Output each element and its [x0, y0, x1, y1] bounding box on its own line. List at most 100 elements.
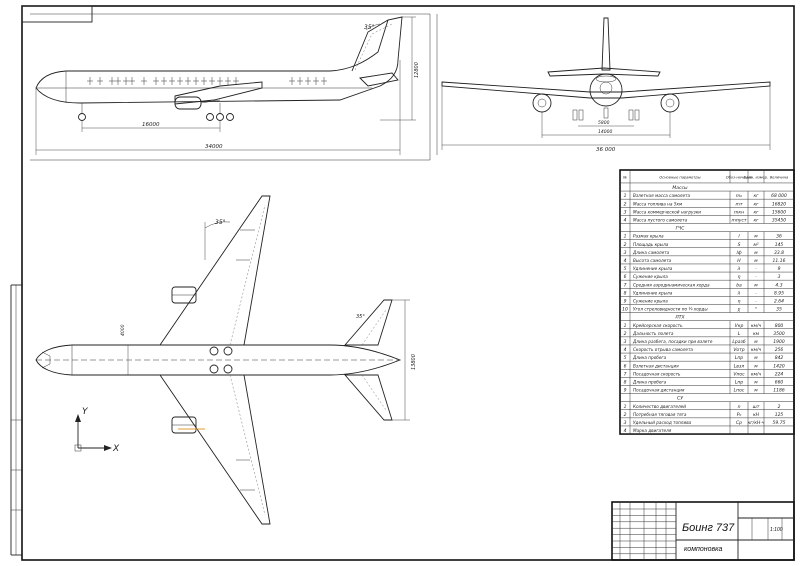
- side-window: [115, 77, 121, 85]
- table-cell: mпуст: [731, 218, 746, 223]
- table-cell: 15600: [772, 209, 786, 215]
- table-section-title: ГЧС: [676, 226, 686, 232]
- side-window: [177, 77, 183, 85]
- side-window: [153, 77, 159, 85]
- table-cell: Посадочная дистанция: [633, 388, 685, 393]
- table-header-cell: Величина: [770, 175, 788, 179]
- table-cell: Взлетная дистанция: [633, 363, 679, 368]
- table-cell: Lпр: [735, 379, 743, 385]
- table-section-title: Массы: [672, 185, 688, 191]
- table-cell: 1900: [773, 339, 785, 345]
- table-cell: Масса топлива на 5км: [633, 201, 682, 206]
- side-length-dim-2: 34000: [205, 144, 223, 150]
- table-cell: lф: [736, 250, 741, 256]
- top-view: 35° 35° 4000 13800: [35, 195, 417, 525]
- side-window: [297, 77, 303, 85]
- table-cell: км/ч: [751, 323, 762, 329]
- table-cell: 2: [624, 412, 627, 418]
- table-cell: Cр: [736, 420, 742, 426]
- table-cell: 3: [624, 250, 627, 256]
- table-cell: 2: [624, 331, 627, 337]
- table-cell: Lпос: [734, 388, 745, 394]
- table-cell: Длина пробега: [632, 379, 667, 384]
- table-cell: м: [754, 235, 758, 240]
- table-cell: 3: [624, 209, 627, 215]
- table-cell: 33.8: [774, 250, 784, 256]
- side-window: [141, 77, 147, 85]
- side-window: [209, 77, 215, 85]
- table-cell: Длина пробега: [632, 355, 667, 360]
- table-cell: Количество двигателей: [633, 404, 686, 409]
- table-cell: Взлетная масса самолета: [633, 193, 690, 198]
- table-cell: 2.64: [774, 298, 784, 304]
- table-cell: 2: [624, 242, 627, 248]
- table-cell: 4.3: [775, 282, 782, 288]
- table-cell: Дальность полета: [632, 331, 674, 336]
- table-cell: 3: [624, 420, 627, 426]
- table-cell: м: [754, 283, 758, 288]
- title-block: Боинг 737 компоновка 1:100: [611, 501, 795, 561]
- table-cell: °: [755, 307, 757, 313]
- side-window: [217, 77, 223, 85]
- table-cell: км/ч: [751, 371, 762, 377]
- side-window: [185, 77, 191, 85]
- table-cell: 1: [624, 404, 627, 410]
- top-stab-span: 13800: [411, 354, 417, 370]
- table-cell: Потребная тяговая тяга: [633, 412, 687, 417]
- table-cell: mкн: [734, 210, 744, 215]
- table-cell: H: [737, 258, 741, 264]
- table-cell: 1420: [773, 363, 785, 369]
- side-sweep-angle: 35°: [364, 24, 375, 31]
- table-cell: 4: [624, 347, 627, 353]
- table-cell: mт: [735, 202, 742, 207]
- table-cell: км: [753, 332, 760, 337]
- table-cell: Марка двигателя: [633, 428, 672, 433]
- side-window: [313, 77, 319, 85]
- table-cell: P₀: [737, 412, 742, 418]
- table-cell: -: [755, 299, 757, 304]
- table-cell: 59.75: [773, 420, 786, 426]
- table-cell: 35450: [772, 217, 786, 223]
- side-window: [129, 77, 135, 85]
- top-tail-sweep: 35°: [356, 314, 365, 320]
- table-cell: m₀: [736, 194, 742, 199]
- table-cell: м: [754, 380, 758, 385]
- table-cell: кг: [753, 202, 759, 207]
- table-cell: Размах крыла: [633, 234, 664, 239]
- table-cell: кг: [753, 194, 759, 199]
- table-cell: 224: [775, 371, 784, 377]
- drawing-subtitle: компоновка: [684, 546, 722, 553]
- table-cell: χ: [737, 308, 741, 313]
- table-header-cell: Основные параметры: [659, 175, 700, 179]
- side-window: [321, 77, 327, 85]
- table-cell: Сужение крыла: [633, 274, 668, 279]
- table-cell: 1: [624, 234, 627, 240]
- table-cell: 6: [624, 363, 627, 369]
- table-cell: 11.16: [773, 258, 786, 264]
- table-cell: м: [754, 251, 758, 256]
- side-window: [161, 77, 167, 85]
- table-cell: 36: [776, 234, 782, 240]
- table-cell: м²: [753, 243, 758, 248]
- drawing-title: Боинг 737: [682, 522, 735, 534]
- table-cell: Посадочная скорость: [633, 371, 681, 376]
- table-cell: -: [755, 291, 757, 296]
- table-cell: 7: [624, 371, 627, 377]
- table-cell: км/ч: [751, 347, 762, 353]
- table-cell: м: [754, 259, 758, 264]
- table-cell: 10: [622, 307, 628, 313]
- table-cell: 7: [624, 282, 627, 288]
